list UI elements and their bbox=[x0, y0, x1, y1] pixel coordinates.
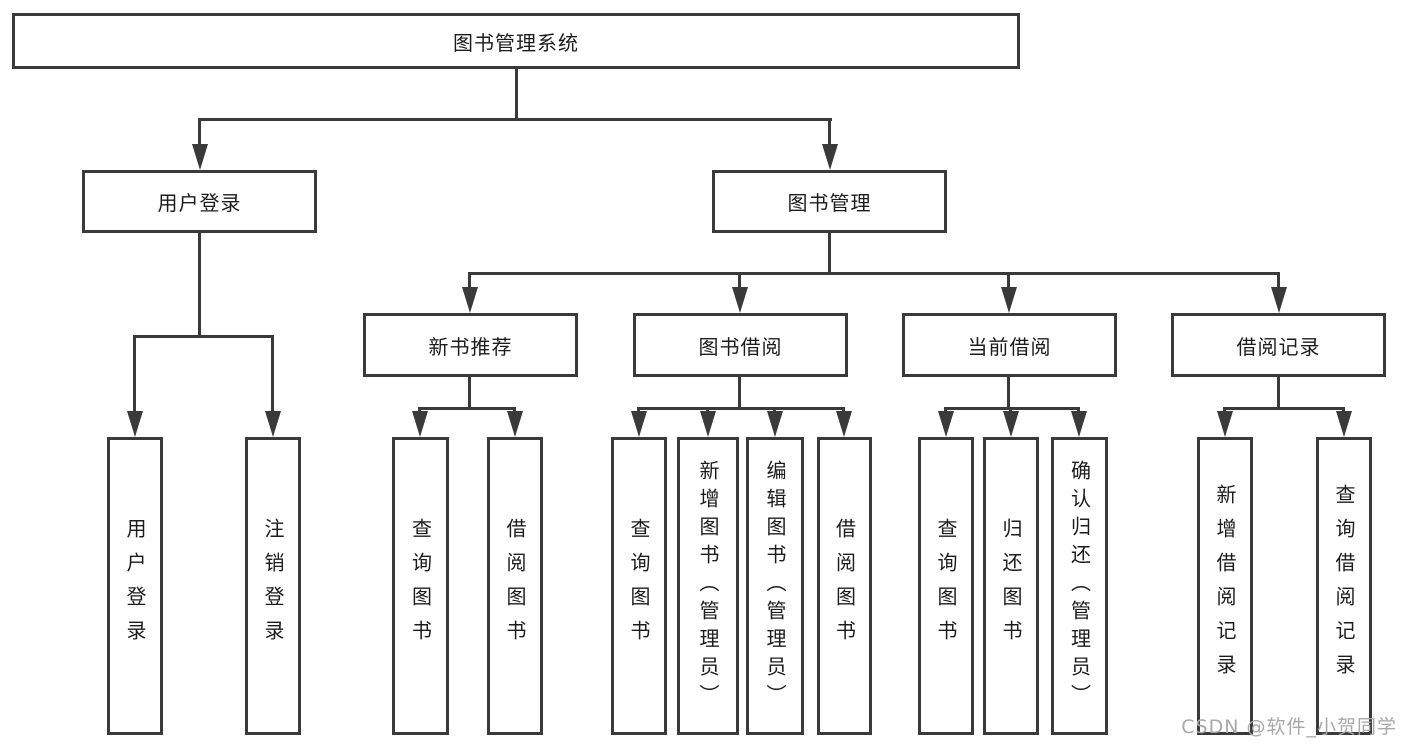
leaf-label: 借阅图书 bbox=[503, 518, 527, 654]
node-library-system: 图书管理系统 bbox=[12, 13, 1020, 69]
leaf-query-book: 查询图书 bbox=[392, 437, 449, 735]
arrowhead-down-icon bbox=[507, 411, 523, 437]
leaf-label: 新增图书（管理员） bbox=[696, 460, 720, 712]
node-label: 图书管理 bbox=[787, 191, 872, 215]
arrowhead-down-icon bbox=[822, 144, 838, 170]
arrowhead-down-icon bbox=[938, 411, 954, 437]
node-book-management: 图书管理 bbox=[712, 170, 947, 233]
leaf-label: 新增借阅记录 bbox=[1213, 484, 1237, 688]
arrowhead-down-icon bbox=[1071, 411, 1087, 437]
connector-group-bar bbox=[944, 407, 1080, 410]
leaf-borrow-book: 借阅图书 bbox=[487, 437, 543, 735]
node-label: 图书管理系统 bbox=[453, 30, 579, 55]
leaf-label: 借阅图书 bbox=[832, 518, 857, 654]
leaf-edit-book-admin: 编辑图书（管理员） bbox=[746, 437, 804, 735]
connector-group-stub bbox=[738, 377, 741, 410]
arrowhead-down-icon bbox=[1271, 287, 1287, 313]
arrowhead-down-icon bbox=[1003, 411, 1019, 437]
connector-group-bar bbox=[637, 407, 845, 410]
node-label: 借阅记录 bbox=[1236, 334, 1321, 359]
arrowhead-down-icon bbox=[1336, 411, 1352, 437]
leaf-logout-login: 注销登录 bbox=[245, 437, 301, 735]
arrowhead-down-icon bbox=[1217, 411, 1233, 437]
arrowhead-down-icon bbox=[265, 411, 281, 437]
connector-drop bbox=[271, 335, 274, 413]
node-borrow-records: 借阅记录 bbox=[1171, 313, 1386, 377]
node-label: 用户登录 bbox=[157, 191, 242, 215]
leaf-label: 确认归还（管理员） bbox=[1067, 460, 1092, 712]
connector-drop bbox=[738, 272, 741, 289]
node-user-login: 用户登录 bbox=[82, 170, 317, 233]
connector-drop bbox=[198, 118, 201, 146]
connector-drop bbox=[1277, 272, 1280, 289]
arrowhead-down-icon bbox=[192, 144, 208, 170]
connector-drop bbox=[828, 118, 831, 146]
arrowhead-down-icon bbox=[127, 411, 143, 437]
csdn-watermark: CSDN @软件_小贺同学 bbox=[1181, 716, 1397, 738]
connector-drop bbox=[133, 335, 136, 413]
leaf-label: 查询图书 bbox=[934, 518, 958, 654]
leaf-borrow-book: 借阅图书 bbox=[817, 437, 872, 735]
leaf-user-login: 用户登录 bbox=[107, 437, 163, 735]
connector-drop bbox=[1007, 272, 1010, 289]
connector-group-bar bbox=[418, 407, 516, 410]
arrowhead-down-icon bbox=[412, 411, 428, 437]
arrowhead-down-icon bbox=[1001, 287, 1017, 313]
arrowhead-down-icon bbox=[732, 287, 748, 313]
connector-root-stub bbox=[515, 69, 518, 118]
node-current-borrow: 当前借阅 bbox=[902, 313, 1117, 377]
arrowhead-down-icon bbox=[767, 411, 783, 437]
connector-level2-bar bbox=[199, 118, 832, 121]
leaf-query-borrow-record: 查询借阅记录 bbox=[1316, 437, 1372, 735]
connector-drop bbox=[468, 272, 471, 289]
connector-userlogin-stub bbox=[198, 233, 201, 338]
leaf-add-book-admin: 新增图书（管理员） bbox=[677, 437, 739, 735]
leaf-label: 用户登录 bbox=[123, 518, 147, 654]
leaf-label: 注销登录 bbox=[261, 518, 285, 654]
connector-group-stub bbox=[468, 377, 471, 410]
arrowhead-down-icon bbox=[631, 411, 647, 437]
leaf-label: 编辑图书（管理员） bbox=[763, 460, 787, 712]
connector-group-stub bbox=[1277, 377, 1280, 410]
leaf-query-book: 查询图书 bbox=[918, 437, 974, 735]
connector-level3-bar bbox=[468, 272, 1280, 275]
arrowhead-down-icon bbox=[700, 411, 716, 437]
leaf-return-book: 归还图书 bbox=[983, 437, 1039, 735]
node-label: 当前借阅 bbox=[967, 334, 1052, 359]
leaf-label: 归还图书 bbox=[999, 518, 1023, 654]
connector-bookmgmt-stub bbox=[828, 233, 831, 274]
connector-userlogin-bar bbox=[133, 335, 274, 338]
node-label: 新书推荐 bbox=[428, 334, 513, 359]
leaf-confirm-return-admin: 确认归还（管理员） bbox=[1051, 437, 1108, 735]
connector-group-stub bbox=[1007, 377, 1010, 410]
connector-group-bar bbox=[1223, 407, 1345, 410]
leaf-label: 查询图书 bbox=[408, 518, 433, 654]
node-label: 图书借阅 bbox=[698, 334, 783, 359]
leaf-add-borrow-record: 新增借阅记录 bbox=[1197, 437, 1253, 735]
arrowhead-down-icon bbox=[462, 287, 478, 313]
leaf-label: 查询图书 bbox=[627, 518, 651, 654]
arrowhead-down-icon bbox=[836, 411, 852, 437]
node-new-book-recommend: 新书推荐 bbox=[363, 313, 578, 377]
leaf-query-book: 查询图书 bbox=[611, 437, 667, 735]
node-book-borrow: 图书借阅 bbox=[633, 313, 848, 377]
leaf-label: 查询借阅记录 bbox=[1332, 484, 1356, 688]
